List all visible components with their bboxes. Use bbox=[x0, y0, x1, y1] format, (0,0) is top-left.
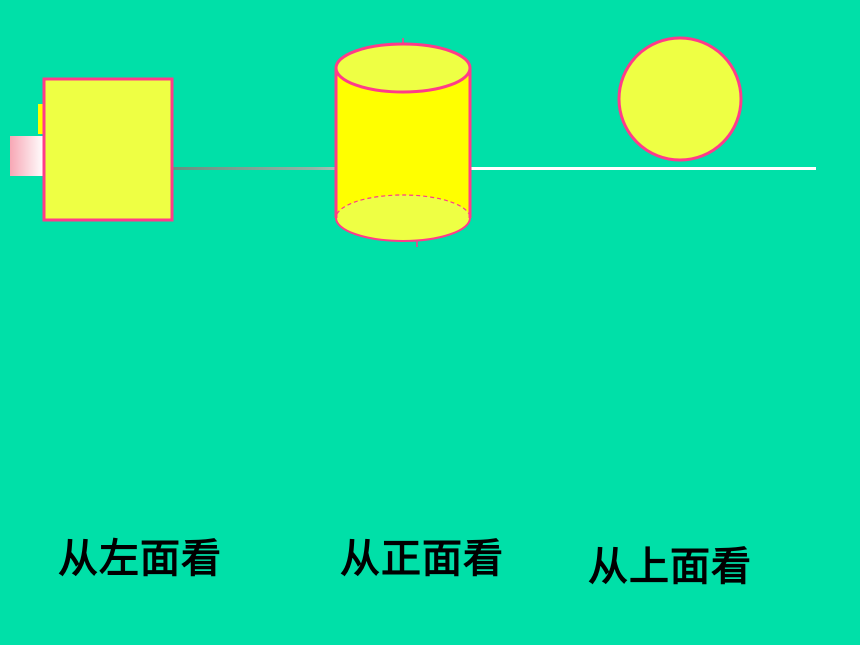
cylinder bbox=[334, 38, 472, 247]
caption-left-view: 从左面看 bbox=[58, 536, 222, 582]
caption-front-view: 从正面看 bbox=[340, 536, 504, 582]
pink-gradient-strip bbox=[10, 136, 44, 176]
yellow-edge-artifact bbox=[38, 104, 44, 134]
cylinder-top-ellipse bbox=[334, 42, 472, 94]
cylinder-bottom-front-arc bbox=[335, 217, 471, 242]
left-view-rectangle bbox=[42, 77, 174, 222]
caption-top-view: 从上面看 bbox=[588, 544, 752, 590]
top-view-circle bbox=[617, 36, 743, 162]
